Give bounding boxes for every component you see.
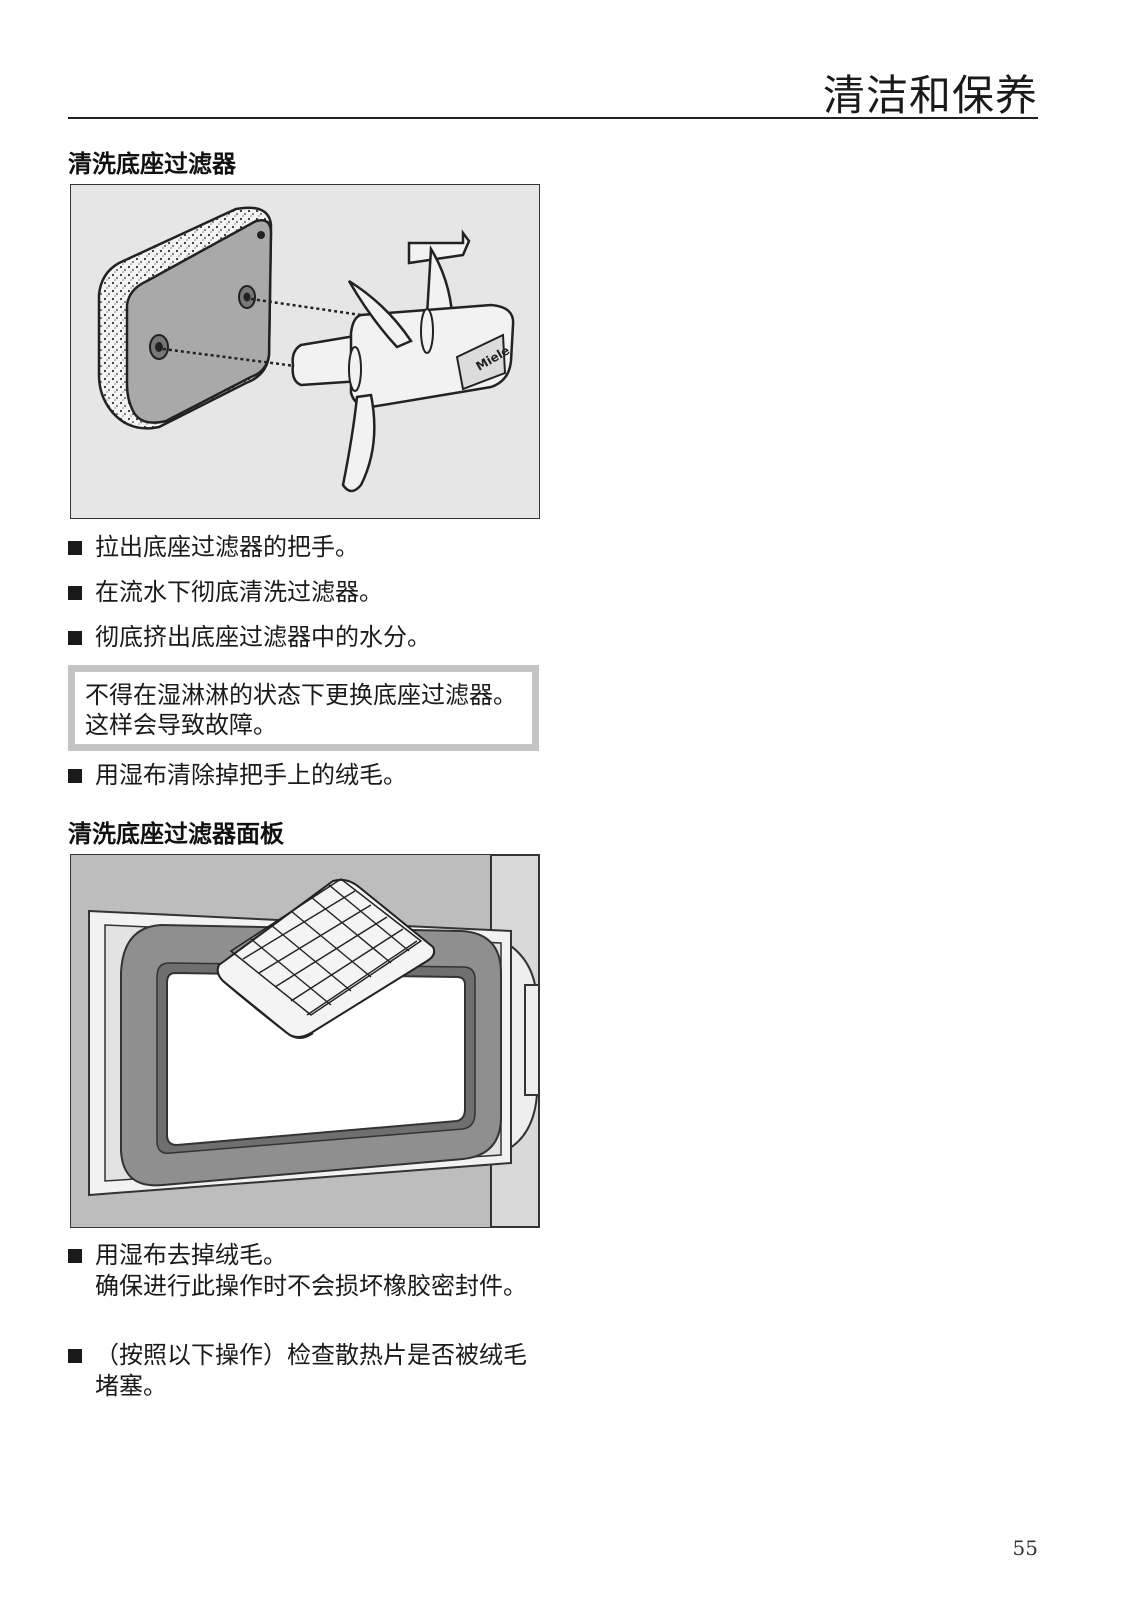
cleaning-cloth [216, 878, 436, 1039]
note-text: 不得在湿淋淋的状态下更换底座过滤器。这样会导致故障。 [85, 681, 517, 739]
page-number: 55 [1012, 1536, 1038, 1560]
guide-line-upper [250, 297, 362, 317]
bullet-icon [68, 769, 82, 783]
warning-note: 不得在湿淋淋的状态下更换底座过滤器。这样会导致故障。 [68, 665, 539, 751]
list-item: 用湿布清除掉把手上的绒毛。 [68, 760, 538, 791]
filter-illustration: Miele [70, 184, 540, 519]
filter-handle: Miele [291, 229, 515, 493]
list-item: 用湿布去掉绒毛。 确保进行此操作时不会损坏橡胶密封件。 [68, 1240, 538, 1302]
bullet-icon [68, 541, 82, 555]
foam-filter-pad [97, 206, 273, 430]
bullet-icon [68, 631, 82, 645]
section-title-filter: 清洗底座过滤器 [68, 150, 236, 178]
section-title-panel: 清洗底座过滤器面板 [68, 820, 284, 848]
list-item: 拉出底座过滤器的把手。 [68, 532, 538, 563]
bullet-icon [68, 1249, 82, 1263]
panel-illustration [70, 854, 540, 1228]
page-title: 清洁和保养 [822, 71, 1038, 120]
rubber-seal [120, 923, 502, 1187]
list-item: 彻底挤出底座过滤器中的水分。 [68, 622, 538, 653]
header-rule [68, 117, 1038, 119]
list-item: （按照以下操作）检查散热片是否被绒毛堵塞。 [68, 1340, 538, 1402]
list-item: 在流水下彻底清洗过滤器。 [68, 577, 538, 608]
step-subtext: 确保进行此操作时不会损坏橡胶密封件。 [95, 1272, 527, 1300]
bullet-icon [68, 1349, 82, 1363]
bullet-icon [68, 586, 82, 600]
